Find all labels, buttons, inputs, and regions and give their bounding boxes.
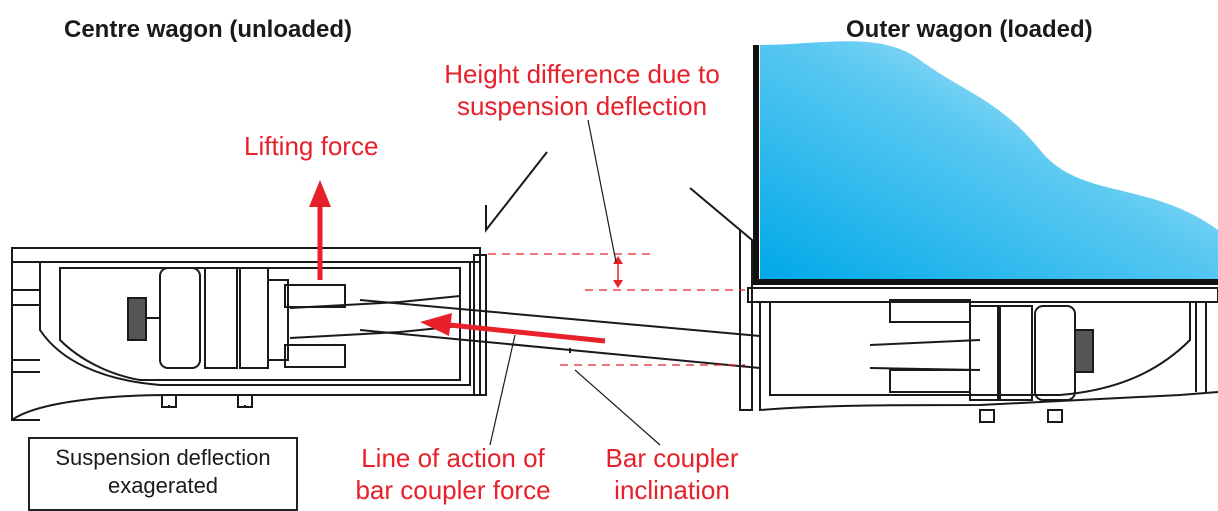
note-line1: Suspension deflection [55,445,271,470]
outer-wagon-frame [689,187,1218,423]
outer-wagon-load [753,41,1218,285]
bar-coupler-label-line2: inclination [614,475,730,505]
lifting-force-label: Lifting force [244,131,379,161]
height-difference-label-line2: suspension deflection [456,91,708,121]
height-difference-label: Height difference due to suspension defl… [412,58,752,122]
centre-wagon-frame [11,151,548,421]
bar-coupler [359,299,761,369]
outer-wagon-heading: Outer wagon (loaded) [846,16,1093,43]
line-of-action-label-line1: Line of action of [361,443,545,473]
leader-lines [489,334,661,446]
coupler-force-arrow [420,313,606,344]
note-line2: exagerated [107,473,219,498]
bar-coupler-label-line1: Bar coupler [605,443,739,473]
bar-coupler-label: Bar coupler inclination [582,442,762,506]
centre-wagon-heading: Centre wagon (unloaded) [64,16,352,43]
line-of-action-label-line2: bar coupler force [355,475,551,505]
line-of-action-label: Line of action of bar coupler force [318,442,588,506]
note-box: Suspension deflection exagerated [28,437,298,511]
reference-lines [488,253,745,366]
height-difference-label-line1: Height difference due to [444,59,720,89]
lifting-force-arrow [309,180,331,280]
height-difference-indicator [587,119,623,288]
